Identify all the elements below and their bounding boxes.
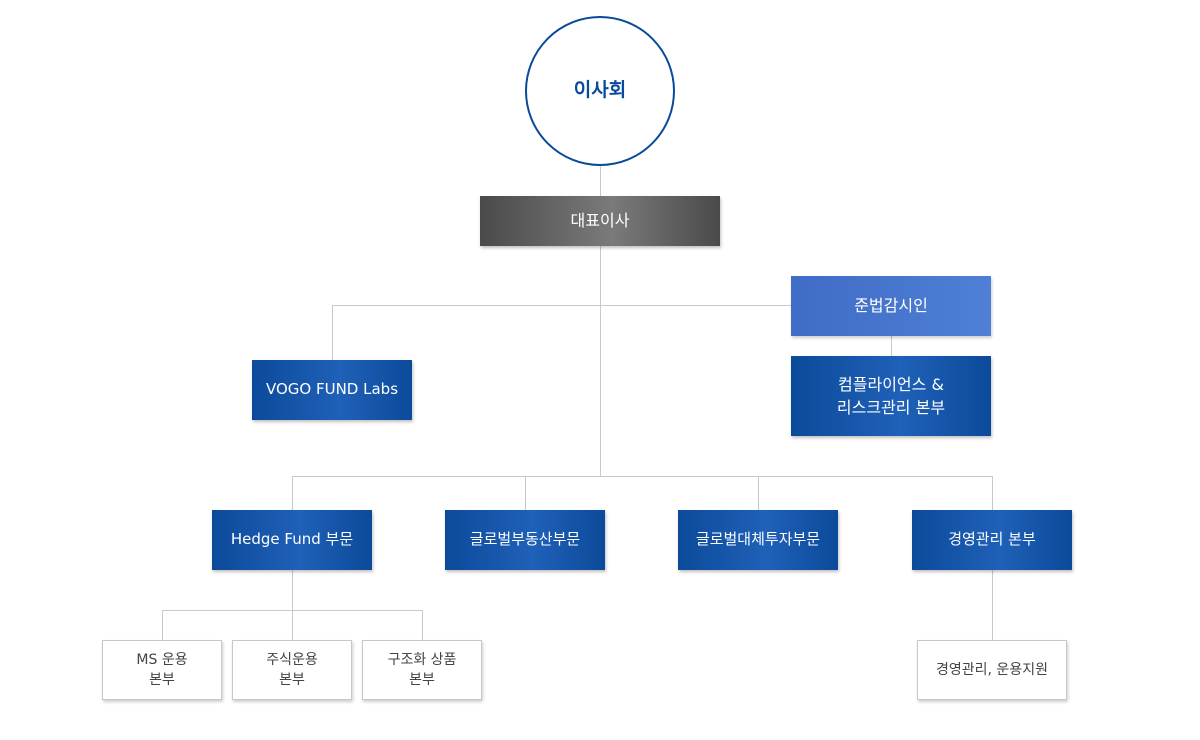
connector-division-4	[992, 476, 993, 510]
hedge-sub-structured: 구조화 상품 본부	[362, 640, 482, 700]
division-global-real-estate: 글로벌부동산부문	[445, 510, 605, 570]
connector-ceo-trunk	[600, 246, 601, 476]
division-management: 경영관리 본부	[912, 510, 1072, 570]
hedge-sub-equity: 주식운용 본부	[232, 640, 352, 700]
mgmt-sub-node: 경영관리, 운용지원	[917, 640, 1067, 700]
division-hedge-fund: Hedge Fund 부문	[212, 510, 372, 570]
compliance-risk-line1: 컴플라이언스 &	[838, 374, 944, 394]
connector-vogo-vertical	[332, 305, 333, 360]
hedge-sub-line1: 구조화 상품	[387, 651, 457, 668]
hedge-sub-line2: 본부	[409, 672, 435, 688]
connector-hedge-vertical	[292, 570, 293, 610]
connector-hedge-sub-3	[422, 610, 423, 640]
board-node: 이사회	[525, 16, 675, 166]
connector-branch-horizontal	[332, 305, 792, 306]
hedge-sub-line1: MS 운용	[136, 651, 188, 668]
connector-division-3	[758, 476, 759, 510]
connector-division-1	[292, 476, 293, 510]
hedge-sub-ms: MS 운용 본부	[102, 640, 222, 700]
vogo-labs-label: VOGO FUND Labs	[265, 380, 399, 399]
connector-divisions-horizontal	[292, 476, 993, 477]
division-label: Hedge Fund 부문	[230, 530, 354, 549]
ceo-label: 대표이사	[570, 211, 630, 231]
compliance-risk-node: 컴플라이언스 & 리스크관리 본부	[791, 356, 991, 436]
hedge-sub-line2: 본부	[279, 672, 305, 688]
connector-division-2	[525, 476, 526, 510]
connector-mgmt-sub	[992, 570, 993, 640]
ceo-node: 대표이사	[480, 196, 720, 246]
mgmt-sub-label: 경영관리, 운용지원	[936, 661, 1048, 678]
division-label: 글로벌대체투자부문	[695, 530, 821, 549]
division-label: 경영관리 본부	[948, 530, 1036, 549]
compliance-officer-label: 준법감시인	[854, 296, 928, 316]
board-label: 이사회	[573, 79, 627, 102]
compliance-risk-line2: 리스크관리 본부	[836, 398, 946, 417]
compliance-officer-node: 준법감시인	[791, 276, 991, 336]
hedge-sub-line1: 주식운용	[266, 651, 318, 668]
division-global-alternative: 글로벌대체투자부문	[678, 510, 838, 570]
connector-board-ceo	[600, 166, 601, 196]
vogo-labs-node: VOGO FUND Labs	[252, 360, 412, 420]
connector-hedge-sub-1	[162, 610, 163, 640]
connector-hedge-sub-2	[292, 610, 293, 640]
division-label: 글로벌부동산부문	[469, 530, 581, 549]
hedge-sub-line2: 본부	[149, 672, 175, 688]
connector-compliance-vertical	[891, 336, 892, 356]
